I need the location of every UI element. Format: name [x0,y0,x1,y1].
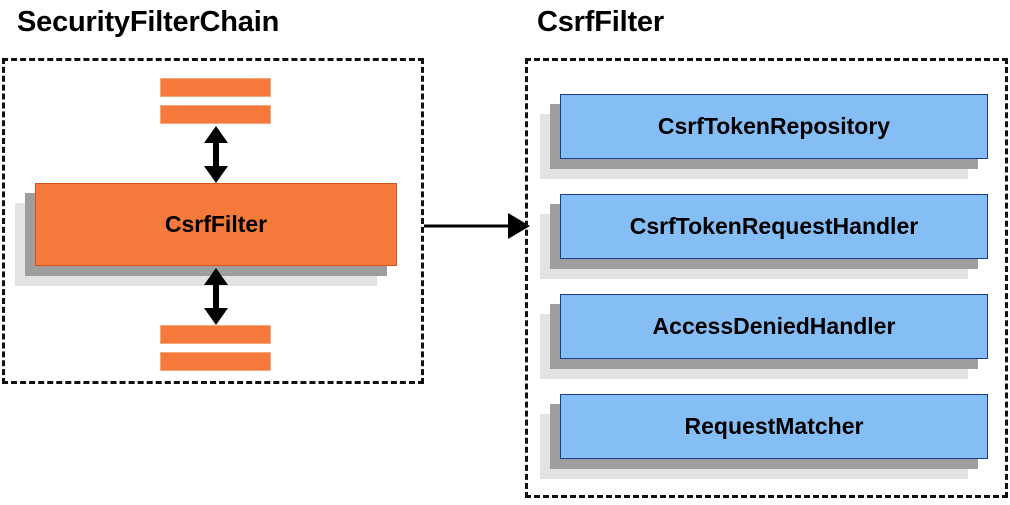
filter-slab-above-2 [160,105,271,124]
collaborator-box-access-denied-handler[interactable]: AccessDeniedHandler [540,294,988,379]
security-filter-chain-container [2,58,424,384]
collaborator-box-csrf-token-request-handler[interactable]: CsrfTokenRequestHandler [540,194,988,279]
collaborator-box-csrf-token-repository[interactable]: CsrfTokenRepository [540,94,988,179]
collaborator-label: CsrfTokenRepository [560,94,988,159]
filter-slab-below-2 [160,352,271,371]
collaborator-label: AccessDeniedHandler [560,294,988,359]
csrf-filter-label: CsrfFilter [35,183,397,266]
collaborator-box-request-matcher[interactable]: RequestMatcher [540,394,988,479]
filter-slab-above-1 [160,78,271,97]
filter-slab-below-1 [160,325,271,344]
collaborator-label: CsrfTokenRequestHandler [560,194,988,259]
collaborator-label: RequestMatcher [560,394,988,459]
page-title-csrf-filter: CsrfFilter [537,6,664,38]
csrf-filter-container [525,58,1008,498]
csrf-filter-box[interactable]: CsrfFilter [15,183,397,286]
page-title-security-filter-chain: SecurityFilterChain [17,6,280,38]
